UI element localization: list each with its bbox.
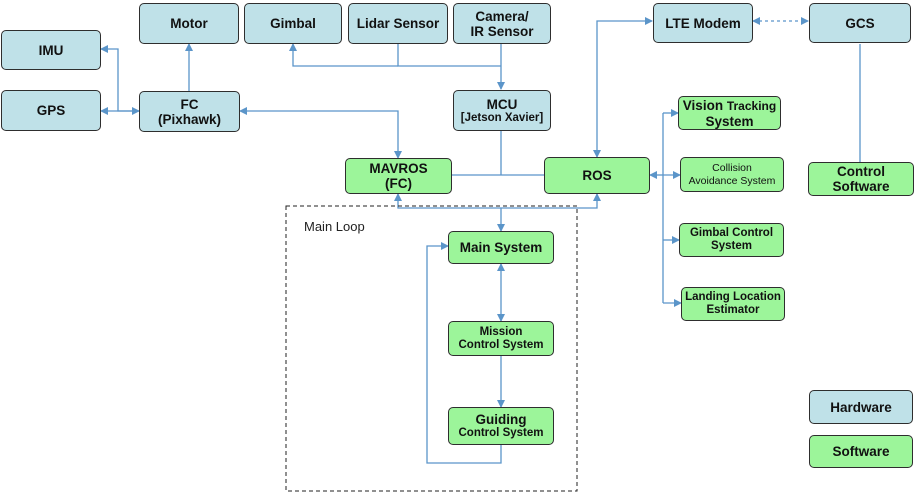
landing-label-line1: Landing Location bbox=[685, 291, 781, 303]
gimbal-control-label-line2: System bbox=[711, 240, 752, 252]
gcs-label: GCS bbox=[845, 15, 875, 31]
mission-label-line2: Control System bbox=[458, 338, 544, 351]
collision-avoidance-node: Collision Avoidance System bbox=[680, 157, 784, 192]
main-system-label: Main System bbox=[459, 240, 543, 255]
motor-label: Motor bbox=[170, 16, 208, 31]
gimbal-control-node: Gimbal Control System bbox=[679, 223, 784, 257]
legend-hardware-label: Hardware bbox=[830, 399, 892, 415]
mission-control-node: Mission Control System bbox=[448, 321, 554, 356]
mavros-label-line1: MAVROS bbox=[369, 161, 428, 176]
mavros-main-connector bbox=[394, 193, 601, 209]
collision-label-line1: Collision bbox=[712, 161, 752, 174]
landing-label-line2: Estimator bbox=[706, 304, 760, 316]
gcs-node: GCS bbox=[809, 3, 911, 43]
mavros-node: MAVROS (FC) bbox=[345, 158, 452, 194]
guiding-control-node: Guiding Control System bbox=[448, 407, 554, 445]
fc-label-line1: FC bbox=[180, 96, 199, 112]
control-software-node: Control Software bbox=[808, 162, 914, 196]
control-software-label-line1: Control bbox=[837, 164, 885, 179]
guiding-label-line2: Control System bbox=[458, 427, 544, 439]
imu-fc-connector bbox=[100, 45, 139, 112]
fc-node: FC (Pixhawk) bbox=[139, 91, 240, 132]
lidar-connector bbox=[397, 44, 501, 67]
legend-software: Software bbox=[809, 435, 913, 468]
lidar-sensor-label: Lidar Sensor bbox=[356, 16, 440, 31]
vision-label-word: Vision bbox=[682, 97, 724, 113]
legend-software-label: Software bbox=[832, 444, 890, 459]
landing-estimator-node: Landing Location Estimator bbox=[681, 287, 785, 321]
motor-node: Motor bbox=[139, 3, 239, 44]
imu-node: IMU bbox=[1, 30, 101, 70]
vision-label-line1: Vision Tracking bbox=[683, 98, 776, 114]
mcu-label-line1: MCU bbox=[486, 96, 518, 112]
collision-label-line2: Avoidance System bbox=[688, 174, 776, 187]
mcu-node: MCU [Jetson Xavier] bbox=[453, 90, 551, 131]
mission-label-line1: Mission bbox=[479, 325, 523, 338]
ros-node: ROS bbox=[544, 157, 650, 194]
ros-lte-connector bbox=[593, 17, 653, 158]
gps-label: GPS bbox=[36, 103, 66, 118]
vision-tracking-node: Vision Tracking System bbox=[678, 96, 781, 130]
vision-label-line2: System bbox=[705, 113, 754, 129]
tracking-label-word: Tracking bbox=[726, 98, 777, 113]
legend-hardware: Hardware bbox=[809, 390, 913, 424]
main-system-node: Main System bbox=[448, 231, 554, 264]
gimbal-label: Gimbal bbox=[270, 16, 316, 31]
gps-node: GPS bbox=[1, 90, 101, 131]
mcu-label-line2: [Jetson Xavier] bbox=[460, 111, 544, 124]
gimbal-connector bbox=[289, 43, 398, 67]
main-loop-label: Main Loop bbox=[304, 219, 365, 234]
imu-label: IMU bbox=[38, 42, 64, 58]
ros-label: ROS bbox=[582, 168, 612, 183]
fc-mavros-connector bbox=[239, 107, 402, 159]
gimbal-node: Gimbal bbox=[244, 3, 342, 44]
lte-modem-label: LTE Modem bbox=[665, 15, 741, 31]
main-loop-boundary bbox=[285, 205, 578, 492]
fc-label-line2: (Pixhawk) bbox=[157, 111, 222, 127]
loop-back-connector bbox=[426, 242, 502, 464]
camera-ir-sensor-node: Camera/ IR Sensor bbox=[453, 3, 551, 44]
control-software-label-line2: Software bbox=[832, 179, 890, 194]
mavros-label-line2: (FC) bbox=[385, 176, 412, 191]
camera-label-line2: IR Sensor bbox=[470, 23, 534, 39]
camera-label-line1: Camera/ bbox=[475, 8, 529, 24]
lte-modem-node: LTE Modem bbox=[653, 3, 753, 43]
lidar-sensor-node: Lidar Sensor bbox=[348, 3, 448, 44]
gimbal-control-label-line1: Gimbal Control bbox=[689, 227, 774, 239]
guiding-label-line1: Guiding bbox=[475, 412, 527, 427]
